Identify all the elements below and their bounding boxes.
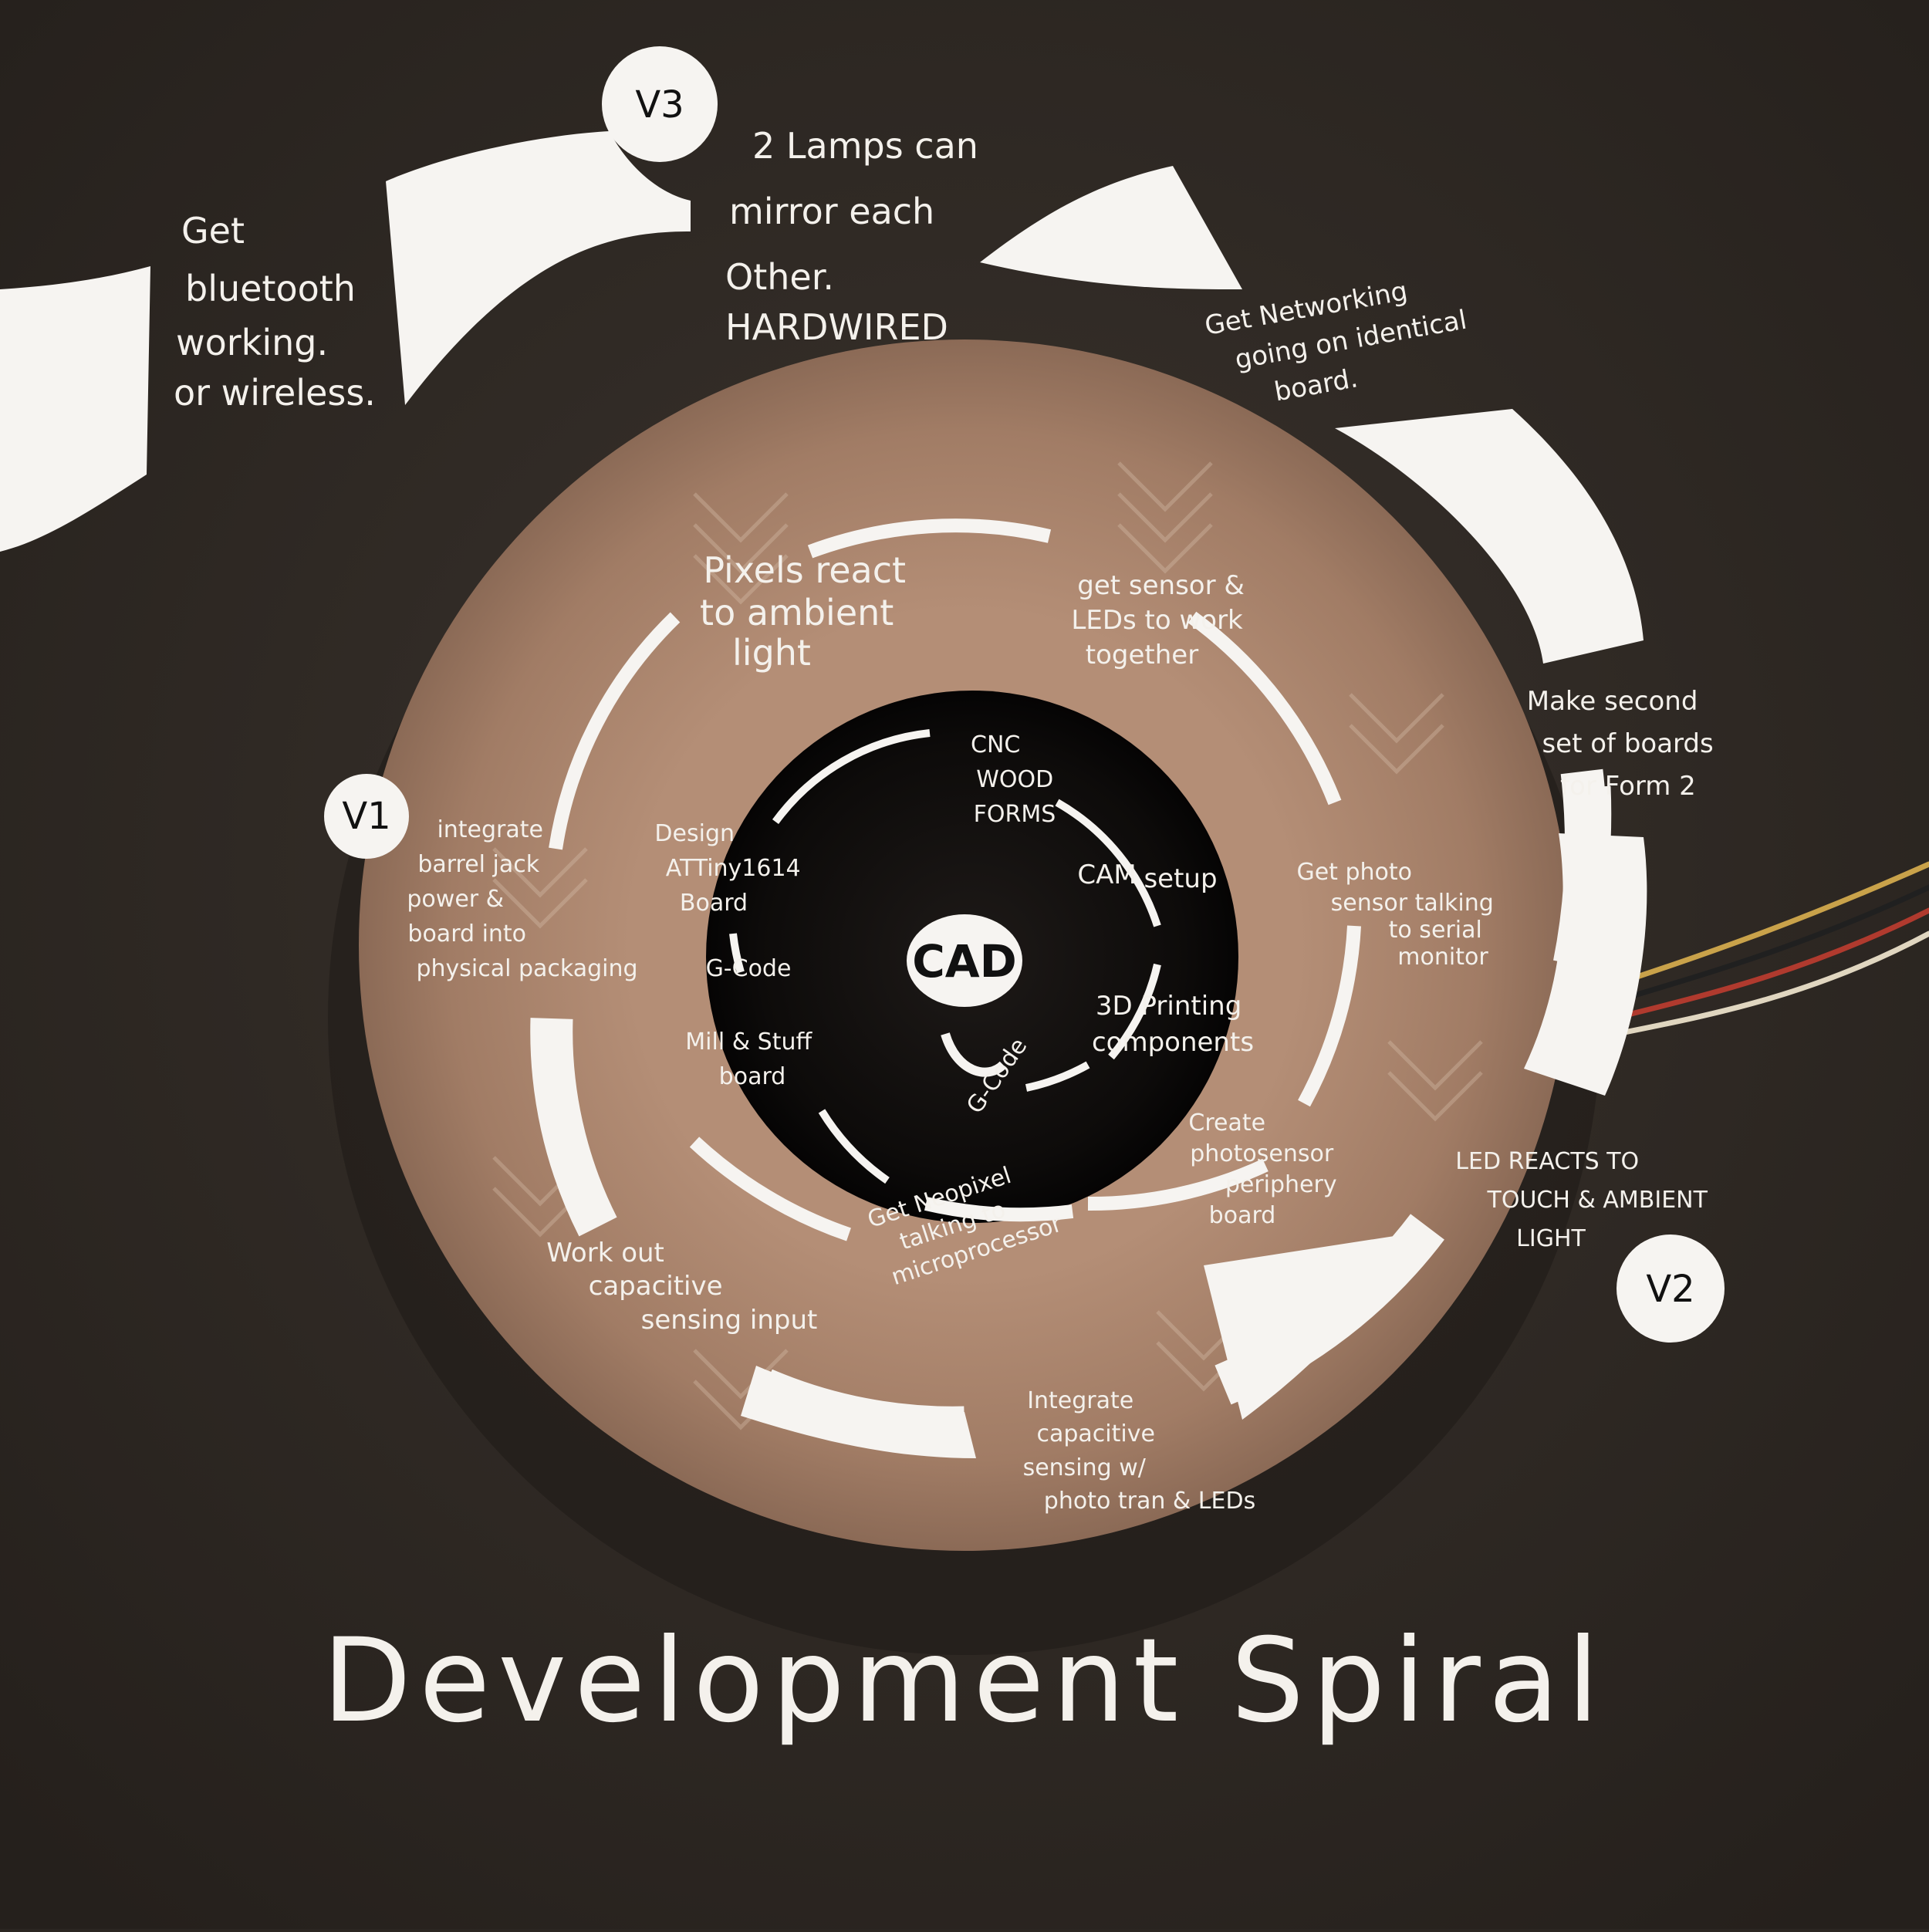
ring2-labels: Get Neopixel talking to microprocessor C… [407, 549, 1501, 1291]
label-mill-board: Mill & Stuff board [685, 1028, 819, 1090]
cable-wires [1602, 861, 1929, 1037]
svg-text:V3: V3 [635, 83, 684, 127]
label-led-reacts: LED REACTS TO TOUCH & AMBIENT LIGHT [1455, 1148, 1714, 1252]
label-mirror-lamps: 2 Lamps can mirror each Other. HARDWIRED [725, 125, 990, 348]
label-barrel-jack: integrate barrel jack power & board into… [407, 816, 637, 982]
label-gcode-left: G-Code [706, 955, 792, 982]
spiral-outer-band [0, 131, 1647, 1458]
badge-v3: V3 [602, 46, 718, 162]
label-cnc-wood-forms: CNC WOOD FORMS [971, 731, 1061, 828]
label-pixels-ambient: Pixels react to ambient light [700, 549, 917, 674]
svg-text:V2: V2 [1646, 1268, 1694, 1311]
label-3d-printing: 3D Printing components [1092, 991, 1254, 1058]
label-photo-serial: Get photo sensor talking to serial monit… [1296, 859, 1501, 971]
label-second-set: Make second set of boards for Form 2 [1527, 686, 1722, 802]
badge-v1: V1 [324, 774, 409, 859]
spiral-core-hook [941, 1032, 1007, 1077]
svg-text:CAD: CAD [912, 935, 1017, 988]
label-sensor-leds: get sensor & LEDs to work together [1071, 570, 1252, 670]
spiral-ring-1 [729, 729, 1161, 1184]
label-design-attiny: Design ATTiny1614 Board [654, 820, 808, 917]
badge-v2: V2 [1617, 1235, 1725, 1343]
label-integrate-capacitive: Integrate capacitive sensing w/ photo tr… [1023, 1387, 1256, 1515]
diagram-title: Development Spiral [323, 1614, 1607, 1748]
svg-text:V1: V1 [342, 795, 390, 838]
label-photosensor-board: Create photosensor periphery board [1188, 1110, 1344, 1229]
cad-center: CAD [907, 914, 1022, 1007]
spiral-ring-2 [549, 518, 1361, 1241]
label-cam-setup: CAM setup [1077, 860, 1217, 894]
label-capacitive-input: Work out capacitive sensing input [546, 1238, 817, 1336]
label-bluetooth: Get bluetooth working. or wireless. [174, 210, 376, 414]
